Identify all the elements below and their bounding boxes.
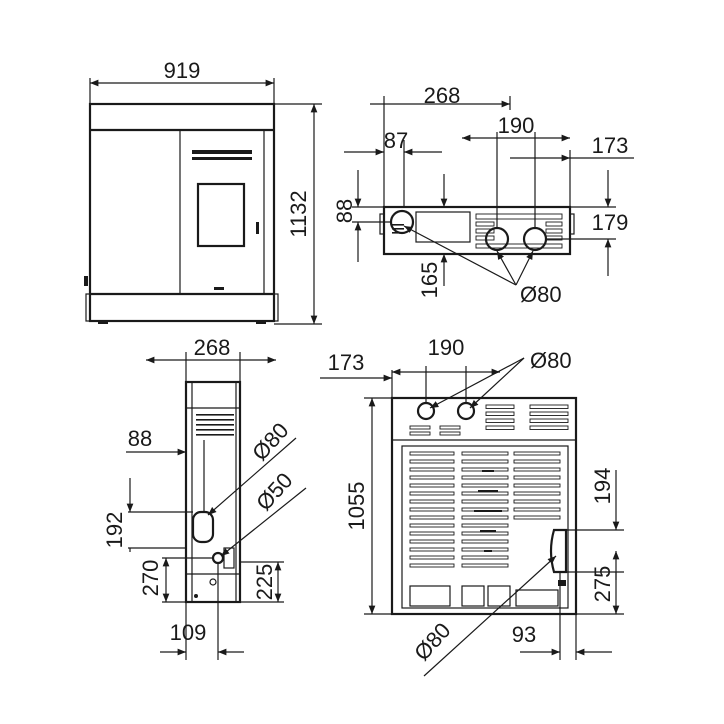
rear-lower-box-2 bbox=[461, 585, 485, 607]
dim-1132-label: 1132 bbox=[286, 190, 311, 237]
side-air-inlet bbox=[211, 551, 225, 565]
front-window bbox=[196, 182, 246, 248]
rear-plug bbox=[558, 580, 566, 586]
dim-192-label: 192 bbox=[102, 512, 127, 549]
dim-o50-side-label: Ø50 bbox=[251, 468, 297, 516]
leader-top-pipe-2 bbox=[496, 250, 517, 286]
rear-inner-panel bbox=[401, 445, 569, 609]
dim-o80-top-label: Ø80 bbox=[520, 282, 562, 307]
side-bracket bbox=[223, 547, 235, 569]
rear-main-grille bbox=[409, 451, 561, 568]
rear-lower-box-1 bbox=[409, 585, 451, 607]
front-foot-right bbox=[256, 321, 266, 324]
dim-o80-side-label: Ø80 bbox=[247, 418, 293, 466]
front-door-handle bbox=[256, 222, 259, 234]
rear-center-marks bbox=[474, 470, 502, 552]
dim-109-label: 109 bbox=[170, 620, 207, 645]
side-foot-left bbox=[194, 594, 198, 598]
rear-pipe-1 bbox=[416, 401, 436, 421]
dim-o80-rear-top-label: Ø80 bbox=[530, 348, 572, 373]
dim-o80-rear-bottom-label: Ø80 bbox=[409, 618, 455, 666]
side-plug bbox=[209, 578, 217, 586]
leader-top-pipe-3 bbox=[515, 250, 534, 286]
rear-pipe-2 bbox=[456, 401, 476, 421]
rear-flue-outlet bbox=[549, 528, 568, 574]
dim-194-label: 194 bbox=[590, 468, 615, 505]
side-flue-outlet bbox=[191, 510, 215, 544]
leader-rear-pipe-2 bbox=[469, 357, 525, 409]
dim-93-label: 93 bbox=[512, 622, 536, 647]
front-grille bbox=[192, 150, 252, 160]
dim-190-top-label: 190 bbox=[498, 113, 535, 138]
front-body-outline bbox=[88, 102, 276, 323]
dim-179-label: 179 bbox=[592, 210, 629, 235]
front-side-detail bbox=[84, 276, 88, 286]
rear-lower-box-4 bbox=[515, 589, 559, 607]
dim-268-top-label: 268 bbox=[424, 83, 461, 108]
leader-top-pipe-1 bbox=[403, 225, 517, 286]
front-base-plinth bbox=[85, 293, 279, 322]
dim-190-rear-label: 190 bbox=[428, 335, 465, 360]
dim-88-top-label: 88 bbox=[332, 199, 357, 223]
leader-side-o80 bbox=[207, 437, 297, 516]
dim-225-label: 225 bbox=[252, 564, 277, 601]
leader-rear-bottom-pipe bbox=[423, 555, 557, 677]
front-foot-left bbox=[98, 321, 108, 324]
top-right-tab bbox=[569, 213, 575, 235]
leader-rear-pipe-1 bbox=[429, 357, 525, 409]
dim-173-rear-label: 173 bbox=[328, 350, 365, 375]
dim-1055-label: 1055 bbox=[344, 482, 369, 531]
dim-270-label: 270 bbox=[138, 560, 163, 597]
dim-165-label: 165 bbox=[417, 262, 442, 299]
front-ash-tray-knob bbox=[214, 287, 224, 290]
dim-919-label: 919 bbox=[164, 58, 201, 83]
rear-lower-box-3 bbox=[487, 585, 511, 607]
top-inner-panel bbox=[415, 211, 471, 243]
side-body-outline bbox=[184, 380, 242, 604]
dim-275-label: 275 bbox=[590, 566, 615, 603]
leader-side-o50 bbox=[220, 487, 307, 557]
dim-268-side-label: 268 bbox=[194, 335, 231, 360]
top-left-tab bbox=[379, 213, 385, 235]
rear-top-vents bbox=[409, 404, 569, 436]
rear-view: 173 190 Ø80 1055 194 275 93 Ø80 bbox=[320, 335, 624, 677]
rear-body-outline bbox=[390, 396, 578, 616]
dim-88-side-label: 88 bbox=[128, 426, 152, 451]
side-vents bbox=[196, 414, 234, 436]
top-pipe-1 bbox=[389, 209, 415, 235]
top-view: 268 87 190 173 88 179 165 Ø bbox=[332, 83, 634, 307]
dim-173-top-label: 173 bbox=[592, 133, 629, 158]
dim-87-label: 87 bbox=[384, 128, 408, 153]
side-view: 268 88 192 270 225 109 Ø80 Ø50 bbox=[102, 335, 307, 660]
front-view: 919 1132 bbox=[84, 58, 322, 325]
